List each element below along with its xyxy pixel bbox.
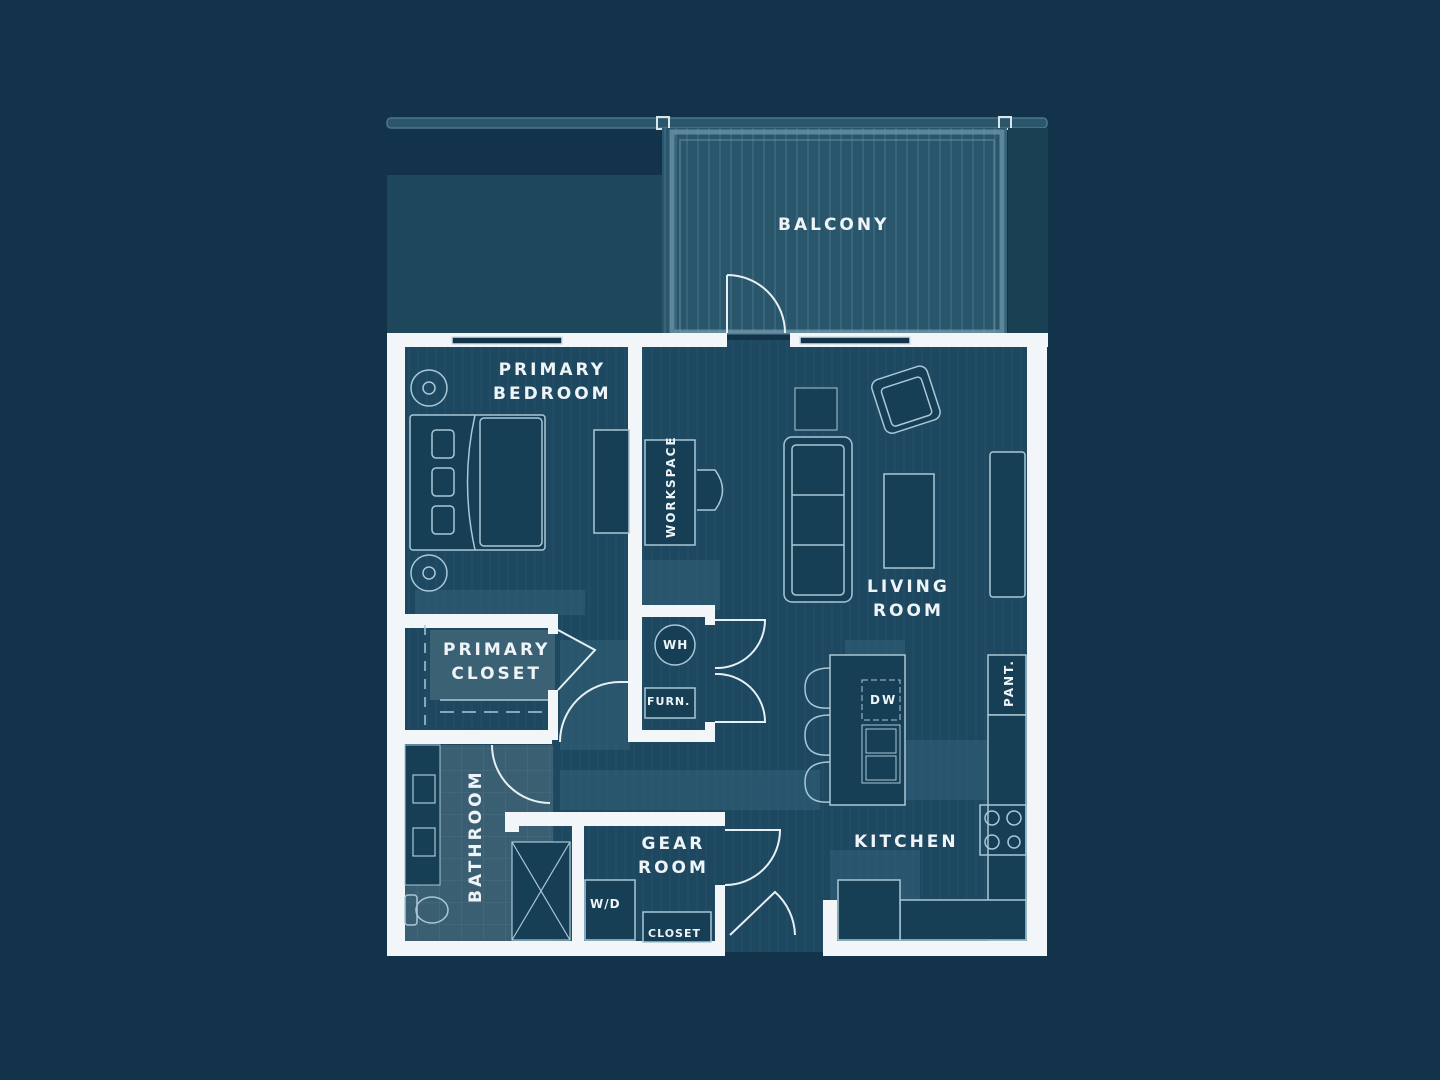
sofa xyxy=(783,436,853,603)
furnace xyxy=(644,687,696,719)
gear-closet xyxy=(642,911,712,943)
outdoor-area xyxy=(387,175,662,333)
room-label-line: LIVING xyxy=(867,577,950,597)
washer-dryer xyxy=(584,879,636,941)
stove xyxy=(979,804,1027,856)
dresser xyxy=(593,429,630,534)
room-label-line: CLOSET xyxy=(451,664,543,684)
desk-chair xyxy=(697,469,724,511)
coffee-table xyxy=(883,473,935,569)
room-label-line: ROOM xyxy=(638,858,709,878)
side-table xyxy=(794,387,838,431)
fixture-label-dishwasher: DW xyxy=(870,693,898,707)
fixture-label-pantry: PANT. xyxy=(1002,659,1016,707)
closet-shelves xyxy=(424,625,548,730)
doors xyxy=(491,274,796,936)
tv-console xyxy=(989,451,1026,598)
vanity-sinks xyxy=(412,774,436,857)
room-label-line: BEDROOM xyxy=(493,384,612,404)
kitchen-sink xyxy=(861,724,901,784)
fixture-label-furnace: FURN. xyxy=(647,695,691,708)
walls xyxy=(387,333,1048,956)
shower xyxy=(511,841,571,941)
room-label-line: PRIMARY xyxy=(443,640,551,660)
windows xyxy=(451,336,911,345)
room-label-bathroom: BATHROOM xyxy=(466,769,486,903)
bed xyxy=(409,414,546,551)
fixture-label-water-heater: WH xyxy=(663,638,689,652)
fixture-label-closet: CLOSET xyxy=(648,927,701,940)
primary-closet-floor xyxy=(430,630,555,700)
fixture-label-washer-dryer: W/D xyxy=(590,897,621,911)
room-label-balcony: BALCONY xyxy=(778,215,890,235)
kitchen-counters xyxy=(837,654,1027,941)
room-label-kitchen: KITCHEN xyxy=(854,832,959,852)
room-label-line: ROOM xyxy=(872,601,944,621)
dishwasher xyxy=(861,679,901,721)
balcony xyxy=(662,128,1007,335)
room-label-primary-closet: PRIMARY CLOSET xyxy=(443,638,550,686)
room-label-line: PRIMARY xyxy=(498,360,606,380)
toilet xyxy=(404,894,449,926)
nightstands xyxy=(410,369,448,592)
vanity xyxy=(404,744,441,886)
desk xyxy=(644,439,696,546)
room-label-line: GEAR xyxy=(641,834,706,854)
armchair xyxy=(871,365,941,434)
bar-stools xyxy=(804,667,831,803)
room-label-primary-bedroom: PRIMARY BEDROOM xyxy=(493,358,612,406)
room-label-workspace: WORKSPACE xyxy=(664,435,678,538)
room-label-gear-room: GEAR ROOM xyxy=(638,832,709,880)
room-label-living-room: LIVING ROOM xyxy=(867,575,950,623)
balcony-railing xyxy=(386,116,1048,130)
water-heater xyxy=(654,624,696,666)
